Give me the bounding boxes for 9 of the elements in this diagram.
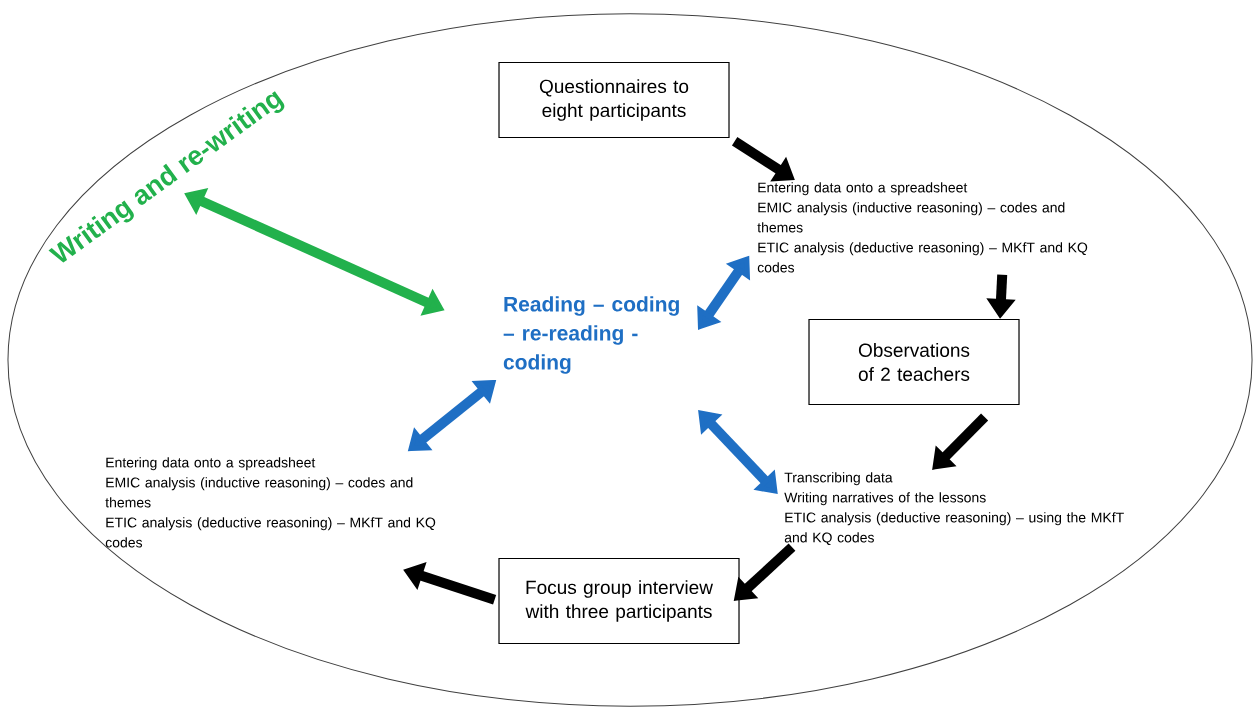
process-box: Focus group interview with three participants bbox=[498, 557, 740, 645]
note-text: Entering data onto a spreadsheet EMIC analysis (inductive reasoning) – codes and themes ETIC analysis (deductive reasoning) – MKfT and KQ codes bbox=[105, 457, 436, 548]
center-text: Reading – coding – re-reading - coding bbox=[503, 296, 679, 374]
ellipse-outline bbox=[7, 13, 1253, 707]
arrow bbox=[932, 413, 989, 470]
process-box: Questionnaires to eight participants bbox=[498, 61, 730, 139]
note-text: Entering data onto a spreadsheet EMIC analysis (inductive reasoning) – codes and themes ETIC analysis (deductive reasoning) – MKfT and KQ codes bbox=[757, 182, 1088, 273]
note-text: Transcribing data Writing narratives of the lessons ETIC analysis (deductive reasoning) – using the MKfT and KQ codes bbox=[784, 472, 1124, 545]
process-box: Observations of 2 teachers bbox=[808, 318, 1020, 406]
